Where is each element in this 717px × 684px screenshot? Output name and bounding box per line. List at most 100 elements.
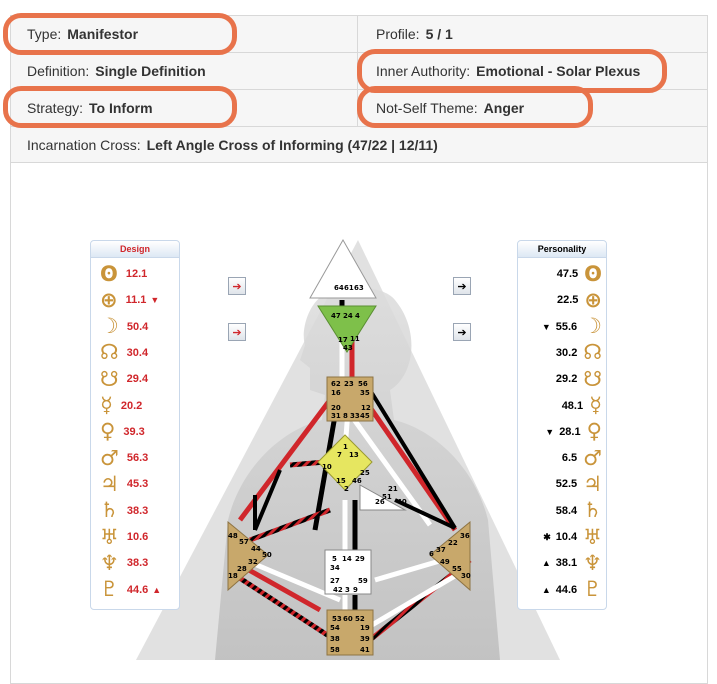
gate-label: 28 bbox=[237, 565, 247, 573]
profile-value: 5 / 1 bbox=[425, 26, 453, 42]
gate-label: 39 bbox=[360, 635, 370, 643]
design-arrow-right-icon[interactable]: ➔ bbox=[228, 323, 246, 341]
gate-label: 25 bbox=[360, 469, 370, 477]
gate-label: 35 bbox=[360, 389, 370, 397]
ajna-center bbox=[317, 305, 377, 353]
gate-label: 16 bbox=[331, 389, 341, 397]
gate-label: 6 bbox=[429, 550, 434, 558]
pluto-icon: ♇ bbox=[583, 577, 602, 602]
gate-label: 2 bbox=[344, 485, 349, 493]
sun-icon: ʘ bbox=[584, 261, 602, 286]
gate-label: 7 bbox=[337, 451, 342, 459]
definition-label: Definition: bbox=[27, 63, 90, 79]
gate-line-value: 38.3 bbox=[126, 504, 149, 517]
planet-row: ▼55.6☽ bbox=[522, 314, 602, 340]
jupiter-icon: ♃ bbox=[583, 471, 602, 496]
gate-line-value: 44.6 bbox=[126, 583, 149, 596]
personality-panel: Personality bbox=[517, 240, 607, 610]
gate-label: 31 bbox=[331, 412, 341, 420]
gate-label: 23 bbox=[344, 380, 354, 388]
spleen-center bbox=[227, 520, 269, 592]
notself-field: Not-Self Theme:Anger bbox=[376, 90, 524, 126]
gate-line-value: 38.1 bbox=[555, 557, 578, 570]
planet-row: ♄ 38.3 bbox=[100, 498, 176, 524]
south-node-icon: ☋ bbox=[100, 366, 119, 391]
earth-icon: ⊕ bbox=[584, 287, 602, 312]
south-node-icon: ☋ bbox=[583, 366, 602, 391]
gate-label: 41 bbox=[360, 646, 370, 654]
cross-field: Incarnation Cross:Left Angle Cross of In… bbox=[27, 127, 438, 162]
planet-row: ʘ 12.1 bbox=[100, 261, 176, 287]
saturn-icon: ♄ bbox=[583, 498, 602, 523]
gate-label: 52 bbox=[355, 615, 365, 623]
planet-row: ☋29.4 bbox=[100, 366, 176, 392]
uranus-icon: ♅ bbox=[583, 524, 602, 549]
moon-icon: ☽ bbox=[583, 314, 602, 339]
gate-line-value: 28.1 bbox=[559, 425, 581, 438]
gate-label: 50 bbox=[262, 551, 272, 559]
planet-row: ☽50.4 bbox=[100, 314, 176, 340]
personality-arrow-right-icon[interactable]: ➔ bbox=[453, 277, 471, 295]
mark-symbol: ▲ bbox=[541, 584, 551, 595]
gate-line-value: 22.5 bbox=[556, 294, 579, 307]
planet-row: ✱ 10.4 ♅ bbox=[522, 524, 602, 550]
gate-line-value: 39.3 bbox=[123, 425, 145, 438]
pluto-icon: ♇ bbox=[100, 577, 119, 602]
gate-label: 5 bbox=[332, 555, 337, 563]
strategy-field: Strategy:To Inform bbox=[27, 90, 153, 126]
gate-label: 36 bbox=[460, 532, 470, 540]
planet-row: ☊30.4 bbox=[100, 340, 176, 366]
gate-line-value: 12.1 bbox=[125, 268, 148, 280]
personality-arrow-right-icon[interactable]: ➔ bbox=[453, 323, 471, 341]
info-row-cross: Incarnation Cross:Left Angle Cross of In… bbox=[11, 127, 707, 163]
gate-label: 9 bbox=[353, 586, 358, 594]
design-title: Design bbox=[91, 241, 179, 258]
gate-label: 8 bbox=[343, 412, 348, 420]
north-node-icon: ☊ bbox=[583, 340, 602, 365]
profile-field: Profile:5 / 1 bbox=[376, 16, 453, 52]
mark-symbol: ✱ bbox=[543, 531, 551, 542]
mark-symbol: ▼ bbox=[150, 295, 160, 306]
planet-row: ▲38.1♆ bbox=[522, 550, 602, 576]
gate-label: 58 bbox=[330, 646, 340, 654]
planet-row: 48.1 ☿ bbox=[522, 393, 602, 419]
gate-label: 20 bbox=[331, 404, 341, 412]
gate-label: 12 bbox=[361, 404, 371, 412]
gate-line-value: 48.1 bbox=[561, 399, 584, 412]
heart-center bbox=[359, 484, 407, 511]
gate-line-value: 10.4 bbox=[555, 531, 578, 543]
planet-row: ♅10.6 bbox=[100, 524, 176, 550]
earth-icon: ⊕ bbox=[100, 287, 118, 312]
gate-label: 51 bbox=[382, 493, 392, 501]
gate-line-value: 55.6 bbox=[555, 320, 578, 333]
planet-row: ♃45.3 bbox=[100, 471, 176, 497]
gate-line-value: 50.4 bbox=[126, 320, 149, 333]
gate-label: 17 bbox=[338, 336, 348, 344]
solar-plexus-center bbox=[429, 520, 471, 592]
gate-line-value: 38.3 bbox=[126, 557, 149, 570]
gate-label: 42 bbox=[333, 586, 343, 594]
gate-line-value: 45.3 bbox=[126, 478, 149, 491]
planet-row: ▼28.1♀ bbox=[522, 419, 602, 445]
planet-row: ♇44.6▲ bbox=[100, 577, 176, 603]
gate-line-value: 11.1 bbox=[125, 294, 147, 307]
strategy-value: To Inform bbox=[89, 100, 153, 116]
sun-icon: ʘ bbox=[100, 261, 118, 286]
mercury-icon: ☿ bbox=[589, 393, 602, 417]
planet-row: ☿20.2 bbox=[100, 393, 176, 419]
saturn-icon: ♄ bbox=[100, 498, 119, 523]
mark-symbol: ▼ bbox=[545, 426, 555, 437]
gate-label: 22 bbox=[448, 539, 458, 547]
design-arrow-right-icon[interactable]: ➔ bbox=[228, 277, 246, 295]
mars-icon: ♂ bbox=[583, 445, 602, 470]
gate-label: 27 bbox=[330, 577, 340, 585]
gate-label: 59 bbox=[358, 577, 368, 585]
gate-label: 63 bbox=[354, 284, 364, 292]
gate-label: 3 bbox=[345, 586, 350, 594]
authority-value: Emotional - Solar Plexus bbox=[476, 63, 641, 79]
gate-label: 60 bbox=[343, 615, 353, 623]
gate-label: 33 bbox=[350, 412, 360, 420]
gate-label: 18 bbox=[228, 572, 238, 580]
planet-row: 6.5♂ bbox=[522, 445, 602, 471]
